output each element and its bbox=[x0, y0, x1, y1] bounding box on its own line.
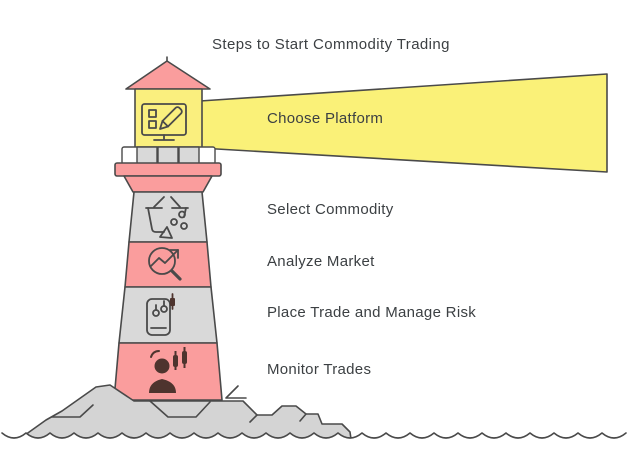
commodity-basket-icon bbox=[145, 196, 189, 239]
roof bbox=[125, 60, 211, 90]
step-label-monitor-trades: Monitor Trades bbox=[267, 361, 372, 378]
lantern-room bbox=[134, 88, 203, 149]
rocks bbox=[17, 384, 353, 447]
band-monitor-trades bbox=[113, 342, 223, 401]
step-label-analyze-market: Analyze Market bbox=[267, 253, 375, 270]
band-select-commodity bbox=[128, 191, 208, 243]
light-beam bbox=[199, 73, 608, 173]
gallery-railing bbox=[121, 146, 216, 165]
diagram-title: Steps to Start Commodity Trading bbox=[212, 36, 450, 53]
magnifier-trend-icon bbox=[148, 247, 182, 281]
phone-candlestick-icon bbox=[146, 293, 175, 336]
step-label-place-trade: Place Trade and Manage Risk bbox=[267, 304, 477, 321]
deck-base bbox=[123, 175, 213, 193]
step-label-select-commodity: Select Commodity bbox=[267, 201, 394, 218]
step-label-choose-platform: Choose Platform bbox=[267, 110, 384, 127]
monitor-edit-icon bbox=[141, 103, 187, 141]
waves bbox=[1, 432, 627, 476]
lighthouse bbox=[113, 56, 223, 401]
person-candlestick-icon bbox=[149, 347, 187, 393]
gallery-deck bbox=[114, 162, 222, 177]
